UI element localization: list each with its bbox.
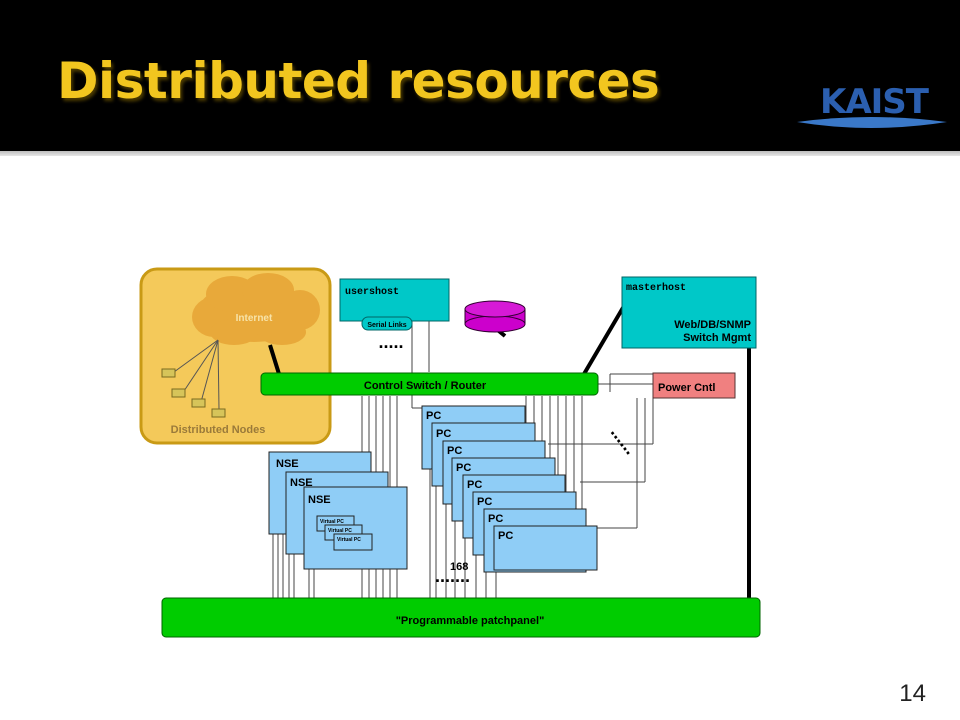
slide-title: Distributed resources [57, 52, 660, 110]
pc-label: PC [488, 513, 503, 525]
control-switch-label: Control Switch / Router [364, 380, 487, 392]
title-bar [0, 0, 960, 151]
virtual-pc-label: Virtual PC [328, 528, 352, 534]
pc-ellipsis: ....... [435, 566, 470, 586]
power-ellipsis: ...... [607, 422, 641, 458]
nse-label: NSE [308, 494, 331, 506]
node-icon [171, 388, 186, 398]
usershost-label: usershost [345, 286, 399, 298]
masterhost-box [621, 276, 757, 349]
node-icon [211, 408, 226, 418]
usershost-box [339, 278, 450, 322]
serial-ellipsis: ..... [378, 332, 403, 352]
pc-label: PC [498, 530, 513, 542]
pc-label: PC [477, 496, 492, 508]
masterhost-switch-label: Switch Mgmt [683, 332, 751, 344]
nse-label: NSE [290, 477, 313, 489]
pc-label: PC [426, 410, 441, 422]
node-icon [161, 368, 176, 378]
page-number: 14 [899, 680, 926, 707]
internet-cloud [192, 273, 320, 345]
pc-count-label: 168 [450, 561, 468, 573]
nse-wires [272, 533, 315, 600]
title-divider [0, 151, 960, 156]
logo-swoosh [797, 117, 947, 128]
pc-label: PC [456, 462, 471, 474]
power-cntl-box [652, 372, 736, 399]
nse-label: NSE [276, 458, 299, 470]
kaist-logo: KAIST [795, 82, 950, 132]
masterhost-label: masterhost [626, 282, 686, 294]
node-links [173, 339, 220, 410]
control-switch-bar [260, 372, 599, 396]
serial-links-badge [361, 316, 413, 331]
pc-node [493, 525, 598, 571]
masterhost-services-label: Web/DB/SNMP [674, 319, 751, 331]
pc-label: PC [467, 479, 482, 491]
storage-cylinder [464, 300, 526, 333]
virtual-pc-label: Virtual PC [337, 537, 361, 543]
pc-label: PC [447, 445, 462, 457]
virtual-pc [333, 533, 373, 551]
distributed-node-icons [161, 368, 226, 418]
virtual-pc-label: Virtual PC [320, 519, 344, 525]
pc-label: PC [436, 428, 451, 440]
patchpanel-bar [161, 597, 761, 638]
internet-label: Internet [236, 313, 273, 324]
serial-links-label: Serial Links [367, 322, 406, 329]
logo-text: KAIST [820, 82, 929, 122]
power-cntl-label: Power Cntl [658, 382, 715, 394]
patchpanel-label: "Programmable patchpanel" [396, 615, 545, 627]
distributed-nodes-label: Distributed Nodes [171, 424, 266, 436]
node-icon [191, 398, 206, 408]
